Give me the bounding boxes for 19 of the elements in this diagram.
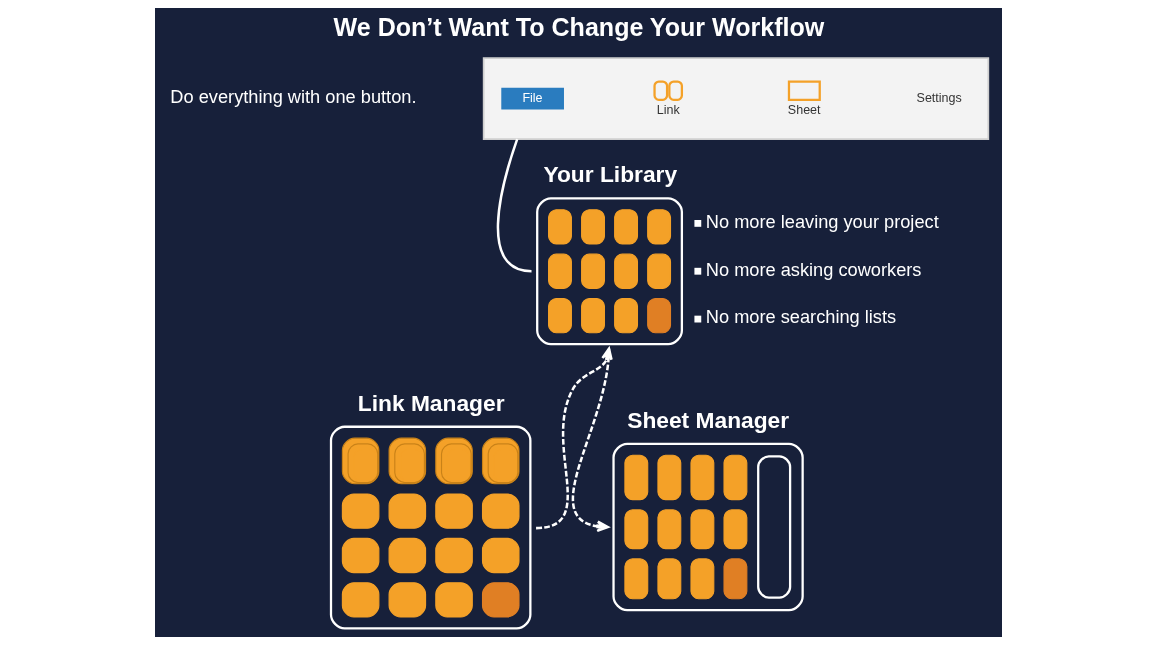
node-label: Link [656,103,680,118]
diagram-title: We Don’t Want To Change Your Workflow [333,13,825,42]
node-label: Sheet [787,103,821,118]
node-label: No more asking coworkers [705,259,922,280]
node-label: Sheet Manager [627,406,790,433]
node-box [329,425,532,630]
node-label: Link Manager [357,389,505,416]
arrow [572,348,611,533]
node-box [787,80,821,101]
node-box [612,442,804,612]
connector [496,138,532,273]
node-label: Your Library [543,161,678,188]
label: Do everything with one button. [170,86,417,107]
node-label: No more searching lists [705,307,897,328]
node-box: File [501,87,564,110]
node-label: No more leaving your project [705,211,939,232]
cluster [482,57,990,140]
arrow [535,347,613,530]
node-text: Settings [916,90,962,105]
